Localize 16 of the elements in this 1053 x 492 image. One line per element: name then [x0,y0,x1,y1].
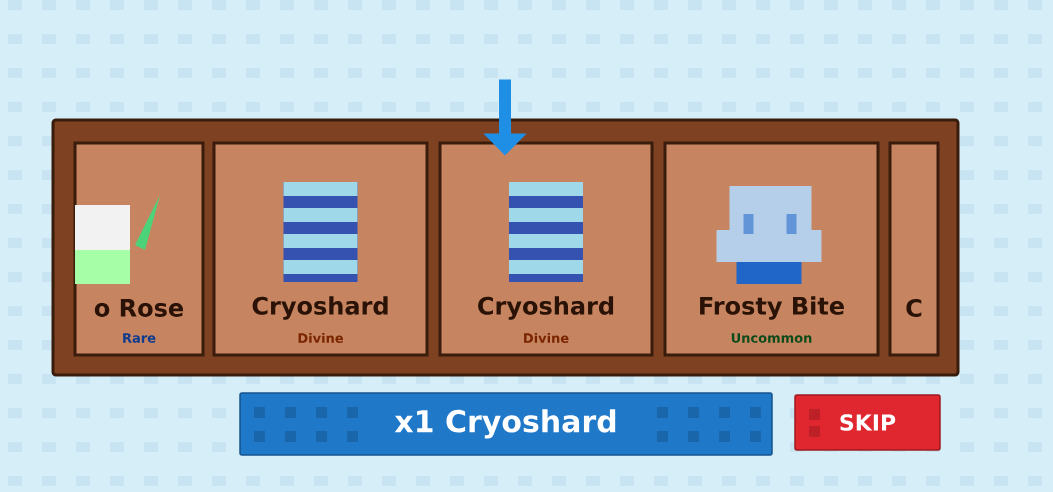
rarity-label: Rare [123,333,156,343]
skip-button: SKIP [794,394,941,451]
item-name: Cryoshard [478,296,614,320]
rarity-label: Divine [524,332,569,343]
result-banner: x1 Cryoshard [239,392,773,456]
item-card [73,141,205,357]
item-card [212,141,429,357]
rarity-label: Divine [298,332,343,343]
item-card [438,141,654,357]
item-card [888,141,940,357]
rarity-label: Uncommon [731,333,812,343]
item-name: Frosty Bite [700,296,844,320]
item-name: C [906,298,922,318]
item-card [663,141,880,357]
item-name: Cryoshard [252,296,388,320]
item-name: o Rose [94,299,184,317]
